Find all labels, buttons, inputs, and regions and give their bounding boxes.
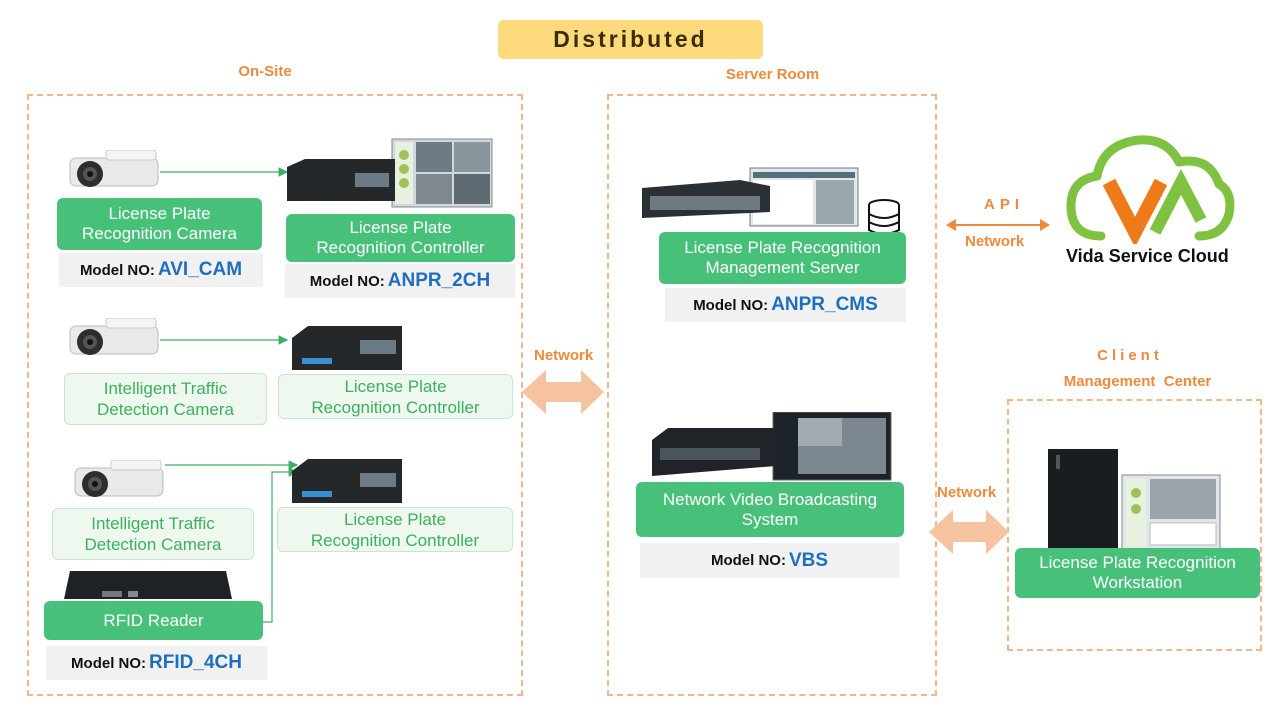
cms-model-value: ANPR_CMS: [771, 294, 878, 315]
cms-server-icon: [642, 167, 859, 227]
controller-1-label-line2: Recognition Controller: [316, 238, 485, 257]
camera-1-model-value: AVI_CAM: [157, 259, 243, 280]
camera-2-icon: [69, 318, 159, 355]
network-arrow-left: [522, 370, 604, 414]
camera-1-model: Model NO: AVI_CAM: [59, 253, 263, 287]
rfid-to-controller3-line: [262, 467, 299, 623]
camera-1-label-line2: Recognition Camera: [82, 224, 237, 243]
controller-3-icon: [292, 459, 402, 503]
controller-1-label-line1: License Plate: [349, 218, 452, 237]
cms-label-line2: Management Server: [705, 258, 860, 277]
controller-3-label-line2: Recognition Controller: [310, 530, 480, 550]
workstation-label-line1: License Plate Recognition: [1039, 553, 1236, 572]
rfid-model: Model NO: RFID_4CH: [46, 646, 267, 680]
client-label: Client: [1097, 347, 1163, 364]
cms-model: Model NO: ANPR_CMS: [665, 288, 906, 322]
workstation-label-line2: Workstation: [1092, 573, 1183, 592]
controller-3-label-line1: License Plate: [343, 509, 447, 529]
management-center-label: Management Center: [1063, 373, 1212, 390]
controller-2-label-line2: Recognition Controller: [311, 397, 480, 417]
network-arrow-right: [929, 510, 1009, 554]
model-prefix: Model NO:: [79, 261, 155, 279]
api-arrow-head-left: [946, 219, 956, 231]
vida-cloud-label: Vida Service Cloud: [1066, 246, 1229, 266]
camera-1-label: License Plate Recognition Camera: [57, 198, 262, 250]
camera-1-icon: [69, 150, 159, 187]
camera-3-label-line2: Detection Camera: [84, 535, 222, 554]
model-prefix: Model NO:: [309, 272, 385, 290]
onsite-zone: [27, 94, 523, 696]
vida-cloud-logo: [1066, 135, 1235, 244]
vbs-model: Model NO: VBS: [640, 543, 899, 578]
controller-3-label: License Plate Recognition Controller: [277, 507, 513, 552]
controller-2-icon: [292, 326, 402, 370]
controller-1-label: License Plate Recognition Controller: [286, 214, 515, 262]
vbs-label: Network Video Broadcasting System: [636, 482, 904, 537]
rfid-model-value: RFID_4CH: [149, 652, 242, 673]
controller-1-model-value: ANPR_2CH: [387, 270, 491, 291]
workstation-label: License Plate Recognition Workstation: [1015, 548, 1260, 598]
camera-2-label-line2: Detection Camera: [96, 400, 234, 419]
model-prefix: Model NO:: [71, 654, 147, 672]
server-room-label: Server Room: [725, 66, 820, 83]
cms-label-line1: License Plate Recognition: [684, 238, 881, 257]
api-label: API: [984, 196, 1025, 213]
camera-3-label-line1: Intelligent Traffic: [91, 514, 215, 533]
cms-label: License Plate Recognition Management Ser…: [659, 232, 906, 284]
vbs-model-value: VBS: [788, 549, 829, 571]
client-zone: [1007, 399, 1262, 651]
camera-2-label-line1: Intelligent Traffic: [103, 379, 228, 398]
controller-1-model: Model NO: ANPR_2CH: [285, 264, 515, 298]
diagram-title: Distributed: [498, 20, 763, 59]
workstation-icon: [1048, 449, 1221, 553]
server-room-zone: [607, 94, 937, 696]
controller-1-icon: [287, 138, 493, 208]
api-arrow-head-right: [1040, 219, 1050, 231]
vbs-device-icon: [652, 412, 892, 481]
api-network-label: Network: [965, 233, 1025, 250]
controller-2-label: License Plate Recognition Controller: [278, 374, 513, 419]
rfid-reader-icon: [64, 571, 232, 599]
network-right-label: Network: [937, 484, 997, 501]
vbs-label-line1: Network Video Broadcasting: [662, 489, 878, 509]
camera-2-label: Intelligent Traffic Detection Camera: [64, 373, 267, 425]
rfid-reader-label: RFID Reader: [44, 601, 263, 640]
vbs-label-line2: System: [741, 509, 799, 529]
model-prefix: Model NO:: [693, 296, 769, 314]
onsite-label: On-Site: [238, 63, 292, 80]
camera-3-label: Intelligent Traffic Detection Camera: [52, 508, 254, 560]
controller-2-label-line1: License Plate: [344, 376, 447, 396]
camera-3-icon: [74, 460, 164, 497]
model-prefix: Model NO:: [710, 552, 786, 569]
network-left-label: Network: [534, 347, 594, 364]
camera-1-label-line1: License Plate: [108, 204, 211, 223]
